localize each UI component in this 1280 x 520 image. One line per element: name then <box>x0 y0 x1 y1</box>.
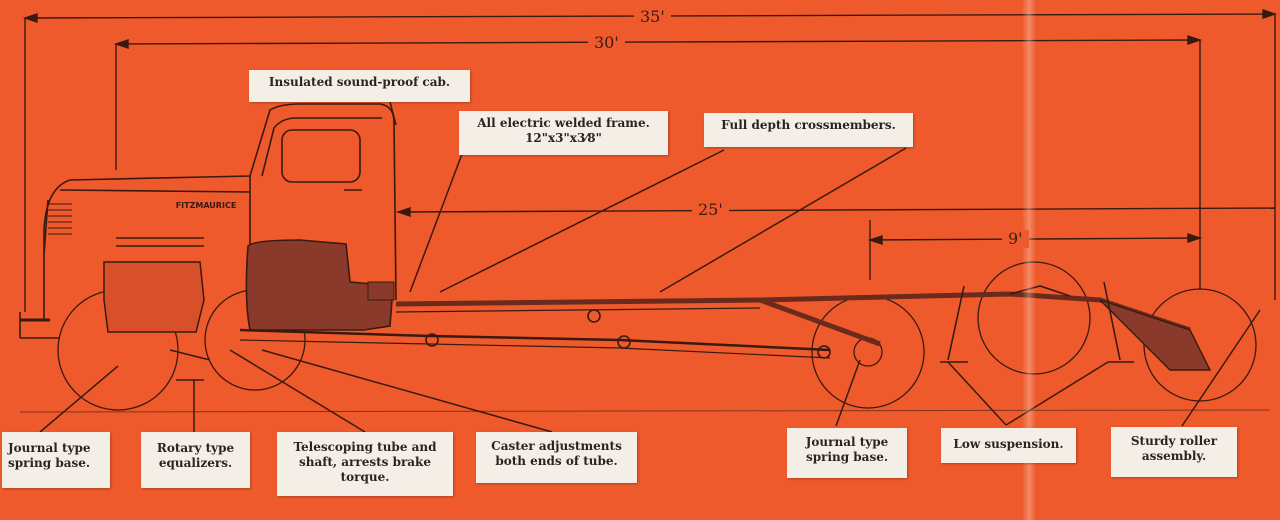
grille <box>48 203 72 235</box>
truck-cab <box>19 103 397 339</box>
callout-telescoping: Telescoping tube and shaft, arrests brak… <box>277 432 453 496</box>
suspension <box>169 281 1134 381</box>
dimension-lines <box>22 9 1278 312</box>
callout-journal-front: Journal type spring base. <box>2 432 110 488</box>
ground-line <box>19 409 1271 413</box>
callout-suspension: Low suspension. <box>941 428 1076 463</box>
callout-journal-rear: Journal type spring base. <box>787 428 907 478</box>
dimension-30ft: 30' <box>588 34 625 52</box>
callout-equalizers: Rotary type equalizers. <box>141 432 250 488</box>
dimension-35ft: 35' <box>634 8 671 26</box>
paper-fold <box>1022 0 1036 520</box>
cab-emblem: FITZMAURICE <box>176 201 237 210</box>
engine-block <box>103 239 395 333</box>
dimension-25ft: 25' <box>692 201 729 219</box>
leader-lines <box>39 101 1261 433</box>
callout-roller: Sturdy roller assembly. <box>1111 427 1237 477</box>
dimension-9ft: 9' <box>1002 230 1029 248</box>
callout-cab: Insulated sound-proof cab. <box>249 70 470 102</box>
callout-caster: Caster adjustments both ends of tube. <box>476 432 637 483</box>
wheels <box>57 261 1257 411</box>
callout-crossmembers: Full depth crossmembers. <box>704 113 913 147</box>
callout-frame: All electric welded frame. 12"x3"x3⁄8" <box>459 111 668 155</box>
